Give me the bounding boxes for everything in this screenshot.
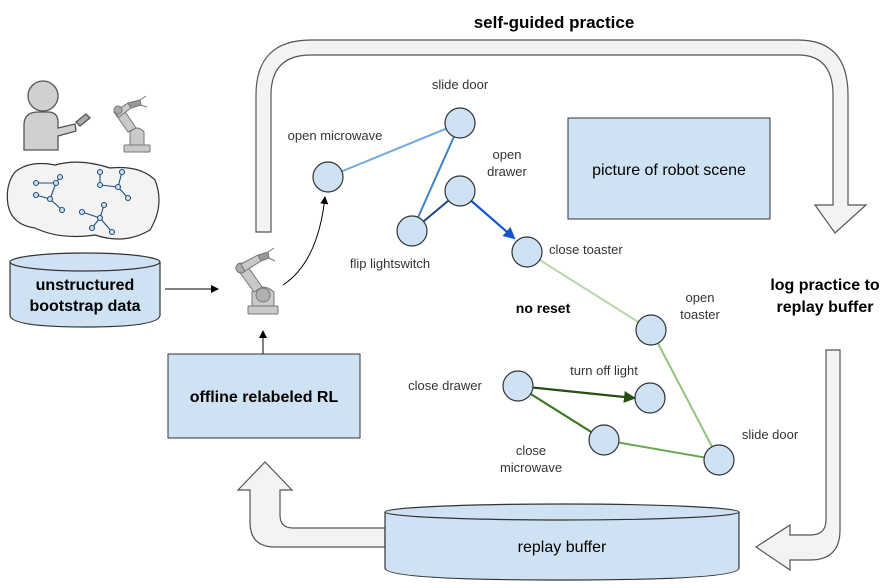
label-slide-door-bottom: slide door xyxy=(742,427,799,442)
node-slide-door-top xyxy=(444,107,476,139)
loop-arrow-bottom-left xyxy=(236,461,386,548)
edge-toaster-opentoaster xyxy=(526,251,652,331)
label-open-toaster-1: open xyxy=(686,290,715,305)
label-open-drawer-2: drawer xyxy=(487,164,527,179)
label-open-toaster-2: toaster xyxy=(680,307,720,322)
robot-arm-icon-small xyxy=(113,95,151,153)
label-close-toaster: close toaster xyxy=(549,242,623,257)
node-close-microwave xyxy=(588,424,620,456)
node-close-drawer xyxy=(502,370,534,402)
edge-slidedoor-lightswitch xyxy=(411,122,461,232)
robot-scene-box xyxy=(567,117,771,220)
label-open-drawer-1: open xyxy=(493,147,522,162)
label-close-microwave-2: microwave xyxy=(500,460,562,475)
offline-rl-label: offline relabeled RL xyxy=(190,389,339,406)
no-reset-label: no reset xyxy=(516,300,571,316)
label-flip-lightswitch: flip lightswitch xyxy=(350,256,430,271)
edge-slidedoor-closemicrowave xyxy=(603,439,720,461)
log-label-2: replay buffer xyxy=(777,299,874,316)
bootstrap-data-label-1: unstructured xyxy=(36,277,135,294)
robot-arm-icon xyxy=(235,247,279,315)
node-slide-door-bottom xyxy=(703,444,735,476)
graph-icons xyxy=(32,168,132,236)
edge-microwave-slidedoor xyxy=(327,122,461,178)
replay-buffer-label: replay buffer xyxy=(518,539,607,556)
label-close-drawer: close drawer xyxy=(408,378,482,393)
node-open-microwave xyxy=(312,161,344,193)
arrow-robot-to-task xyxy=(282,196,329,286)
node-flip-lightswitch xyxy=(396,215,428,247)
diagram-title: self-guided practice xyxy=(474,13,635,32)
label-turn-off-light: turn off light xyxy=(570,363,638,378)
node-open-drawer xyxy=(444,175,476,207)
edge-closemicrowave-closedrawer xyxy=(517,385,605,441)
bootstrap-data-label-2: bootstrap data xyxy=(29,298,140,315)
node-open-toaster xyxy=(635,314,667,346)
bootstrap-data-cylinder xyxy=(9,252,161,328)
log-label-1: log practice to xyxy=(770,277,880,294)
person-icon xyxy=(23,80,91,151)
offline-rl-box xyxy=(167,353,361,439)
edge-closedrawer-turnofflight xyxy=(517,384,636,403)
replay-buffer-cylinder xyxy=(384,503,740,581)
bootstrap-data-blob xyxy=(6,161,160,240)
label-open-microwave: open microwave xyxy=(288,128,383,143)
node-turn-off-light xyxy=(634,382,666,414)
edge-opentoaster-slidedoor xyxy=(650,329,720,461)
label-close-microwave-1: close xyxy=(516,443,546,458)
loop-arrow-bottom-right xyxy=(754,349,841,572)
label-slide-door-top: slide door xyxy=(432,77,489,92)
robot-scene-label: picture of robot scene xyxy=(592,162,746,179)
loop-arrow-top xyxy=(255,39,868,234)
node-close-toaster xyxy=(511,236,543,268)
